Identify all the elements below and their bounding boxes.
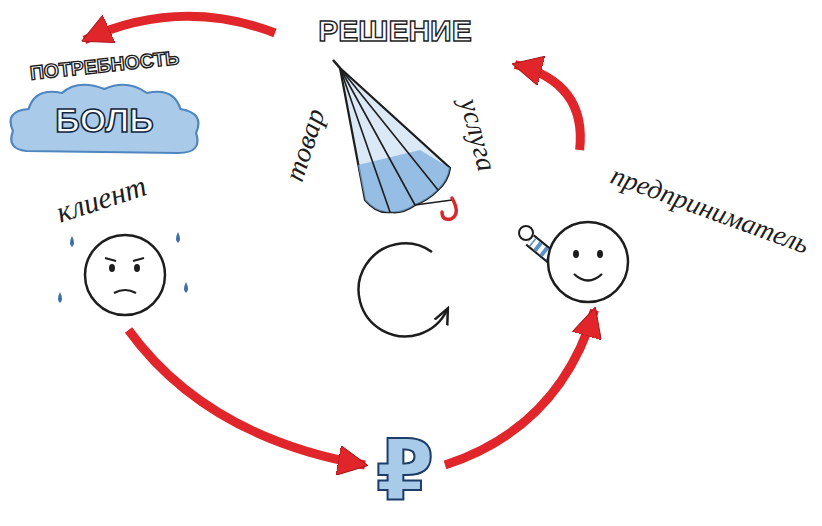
node-cloud: ПОТРЕБНОСТЬБОЛЬ bbox=[4, 40, 205, 164]
face-outline bbox=[85, 235, 165, 315]
cloud-shape: БОЛЬ bbox=[4, 79, 205, 161]
node-boss: предприниматель bbox=[520, 150, 818, 310]
raindrop bbox=[184, 282, 188, 293]
client-face bbox=[85, 235, 165, 315]
need-heading: ПОТРЕБНОСТЬ bbox=[3, 44, 205, 88]
brow bbox=[133, 258, 144, 261]
brow bbox=[105, 258, 116, 261]
flow-arrow bbox=[445, 310, 595, 465]
entrepreneur-label: предприниматель bbox=[607, 159, 814, 260]
eye bbox=[573, 250, 579, 258]
flow-arrow bbox=[84, 16, 275, 40]
hand bbox=[519, 226, 533, 240]
eye bbox=[597, 250, 603, 258]
flow-arrow bbox=[515, 65, 580, 151]
raindrop bbox=[70, 236, 74, 247]
solution-heading: РЕШЕНИЕ bbox=[275, 12, 515, 48]
smile bbox=[574, 274, 602, 281]
sad-mouth bbox=[114, 290, 136, 293]
pain-text: БОЛЬ bbox=[4, 79, 205, 161]
entrepreneur-face bbox=[519, 222, 628, 302]
umbrella-rib bbox=[340, 68, 390, 212]
umbrella-rib bbox=[340, 68, 415, 205]
client-label: клиент bbox=[52, 169, 151, 230]
umbrella bbox=[333, 60, 456, 219]
umbrella-handle bbox=[442, 198, 456, 219]
cycle-arrow bbox=[359, 243, 447, 336]
product-label: товар bbox=[278, 105, 331, 185]
node-symbol: ₽ bbox=[365, 420, 445, 520]
ruble-sign: ₽ bbox=[365, 420, 445, 520]
umbrella-rib bbox=[340, 68, 438, 190]
node-client: клиент bbox=[35, 170, 205, 330]
raindrop bbox=[58, 292, 62, 303]
face-outline bbox=[548, 222, 628, 302]
eye bbox=[134, 264, 140, 272]
eye bbox=[109, 264, 115, 272]
umbrella-shaft bbox=[415, 200, 452, 205]
service-label: услуга bbox=[453, 95, 503, 175]
flow-arrow bbox=[129, 330, 366, 465]
node-umbrella: РЕШЕНИЕ товар услуга bbox=[275, 12, 515, 222]
umbrella-canopy bbox=[340, 68, 450, 212]
raindrop bbox=[176, 232, 180, 243]
raindrops bbox=[58, 232, 188, 303]
